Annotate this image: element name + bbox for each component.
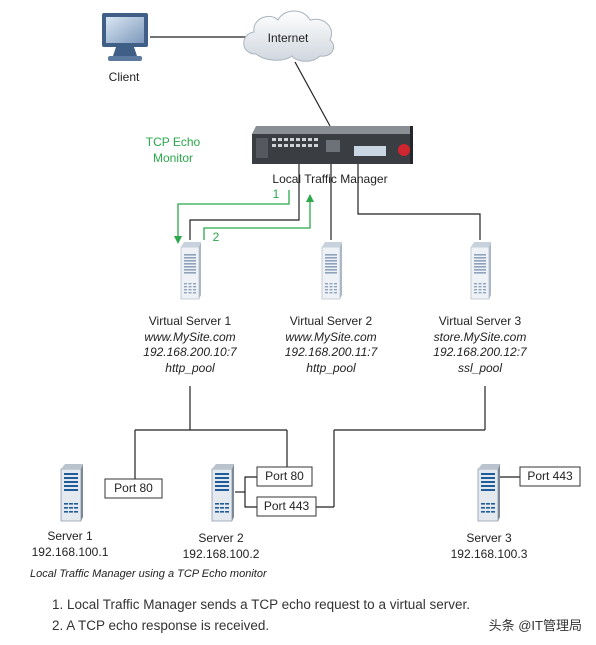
connection-lines — [105, 36, 520, 508]
vs-name: Virtual Server 3 — [438, 314, 522, 328]
arrow-2-label: 2 — [212, 230, 220, 244]
server-3-address: 192.168.100.3 — [450, 547, 528, 561]
server-2-icon — [211, 463, 234, 522]
server-1-port-80: Port 80 — [114, 481, 153, 495]
virtual-server-2-info: Virtual Server 2 www.MySite.com 192.168.… — [266, 314, 396, 376]
client-label: Client — [108, 70, 140, 84]
monitor-label-line2: Monitor — [152, 151, 193, 165]
server-3-port-443: Port 443 — [527, 469, 573, 483]
server-2-address: 192.168.100.2 — [182, 547, 260, 561]
server-2-name: Server 2 — [198, 531, 244, 545]
vs-host: store.MySite.com — [433, 329, 527, 344]
server-1-name: Server 1 — [47, 529, 93, 543]
cloud-icon — [243, 10, 335, 62]
port-boxes — [104, 466, 581, 517]
server-3-name: Server 3 — [466, 531, 512, 545]
virtual-server-2-icon — [321, 241, 342, 300]
virtual-server-3-info: Virtual Server 3 store.MySite.com 192.16… — [415, 314, 545, 376]
tcp-echo-arrows — [174, 190, 314, 244]
server-2-port-443: Port 443 — [263, 499, 310, 513]
step-1: 1. Local Traffic Manager sends a TCP ech… — [52, 597, 470, 612]
monitor-icon — [102, 13, 148, 61]
watermark: 头条 @IT管理局 — [488, 618, 582, 633]
ltm-appliance-icon — [252, 126, 413, 164]
monitor-label-line1: TCP Echo — [145, 135, 201, 149]
virtual-server-1-info: Virtual Server 1 www.MySite.com 192.168.… — [125, 314, 255, 376]
server-1-address: 192.168.100.1 — [31, 545, 109, 559]
vs-host: www.MySite.com — [144, 329, 236, 344]
vs-pool: http_pool — [165, 360, 215, 375]
virtual-server-1-icon — [180, 241, 201, 300]
vs-name: Virtual Server 2 — [289, 314, 373, 328]
server-3-icon — [477, 463, 500, 522]
step-2: 2. A TCP echo response is received. — [52, 618, 270, 633]
arrow-1-label: 1 — [272, 187, 280, 201]
server-2-port-80: Port 80 — [265, 469, 304, 483]
vs-host: www.MySite.com — [285, 329, 377, 344]
vs-name: Virtual Server 1 — [148, 314, 232, 328]
figure-caption: Local Traffic Manager using a TCP Echo m… — [30, 568, 267, 580]
server-1-icon — [60, 463, 83, 522]
virtual-server-3-icon — [470, 241, 491, 300]
vs-address: 192.168.200.11:7 — [284, 345, 378, 359]
steps-list: 1. Local Traffic Manager sends a TCP ech… — [52, 594, 470, 636]
vs-address: 192.168.200.10:7 — [143, 345, 237, 359]
vs-pool: http_pool — [306, 360, 356, 375]
ltm-label: Local Traffic Manager — [272, 172, 388, 186]
vs-address: 192.168.200.12:7 — [433, 345, 527, 359]
internet-label: Internet — [267, 31, 309, 45]
vs-pool: ssl_pool — [457, 360, 503, 375]
